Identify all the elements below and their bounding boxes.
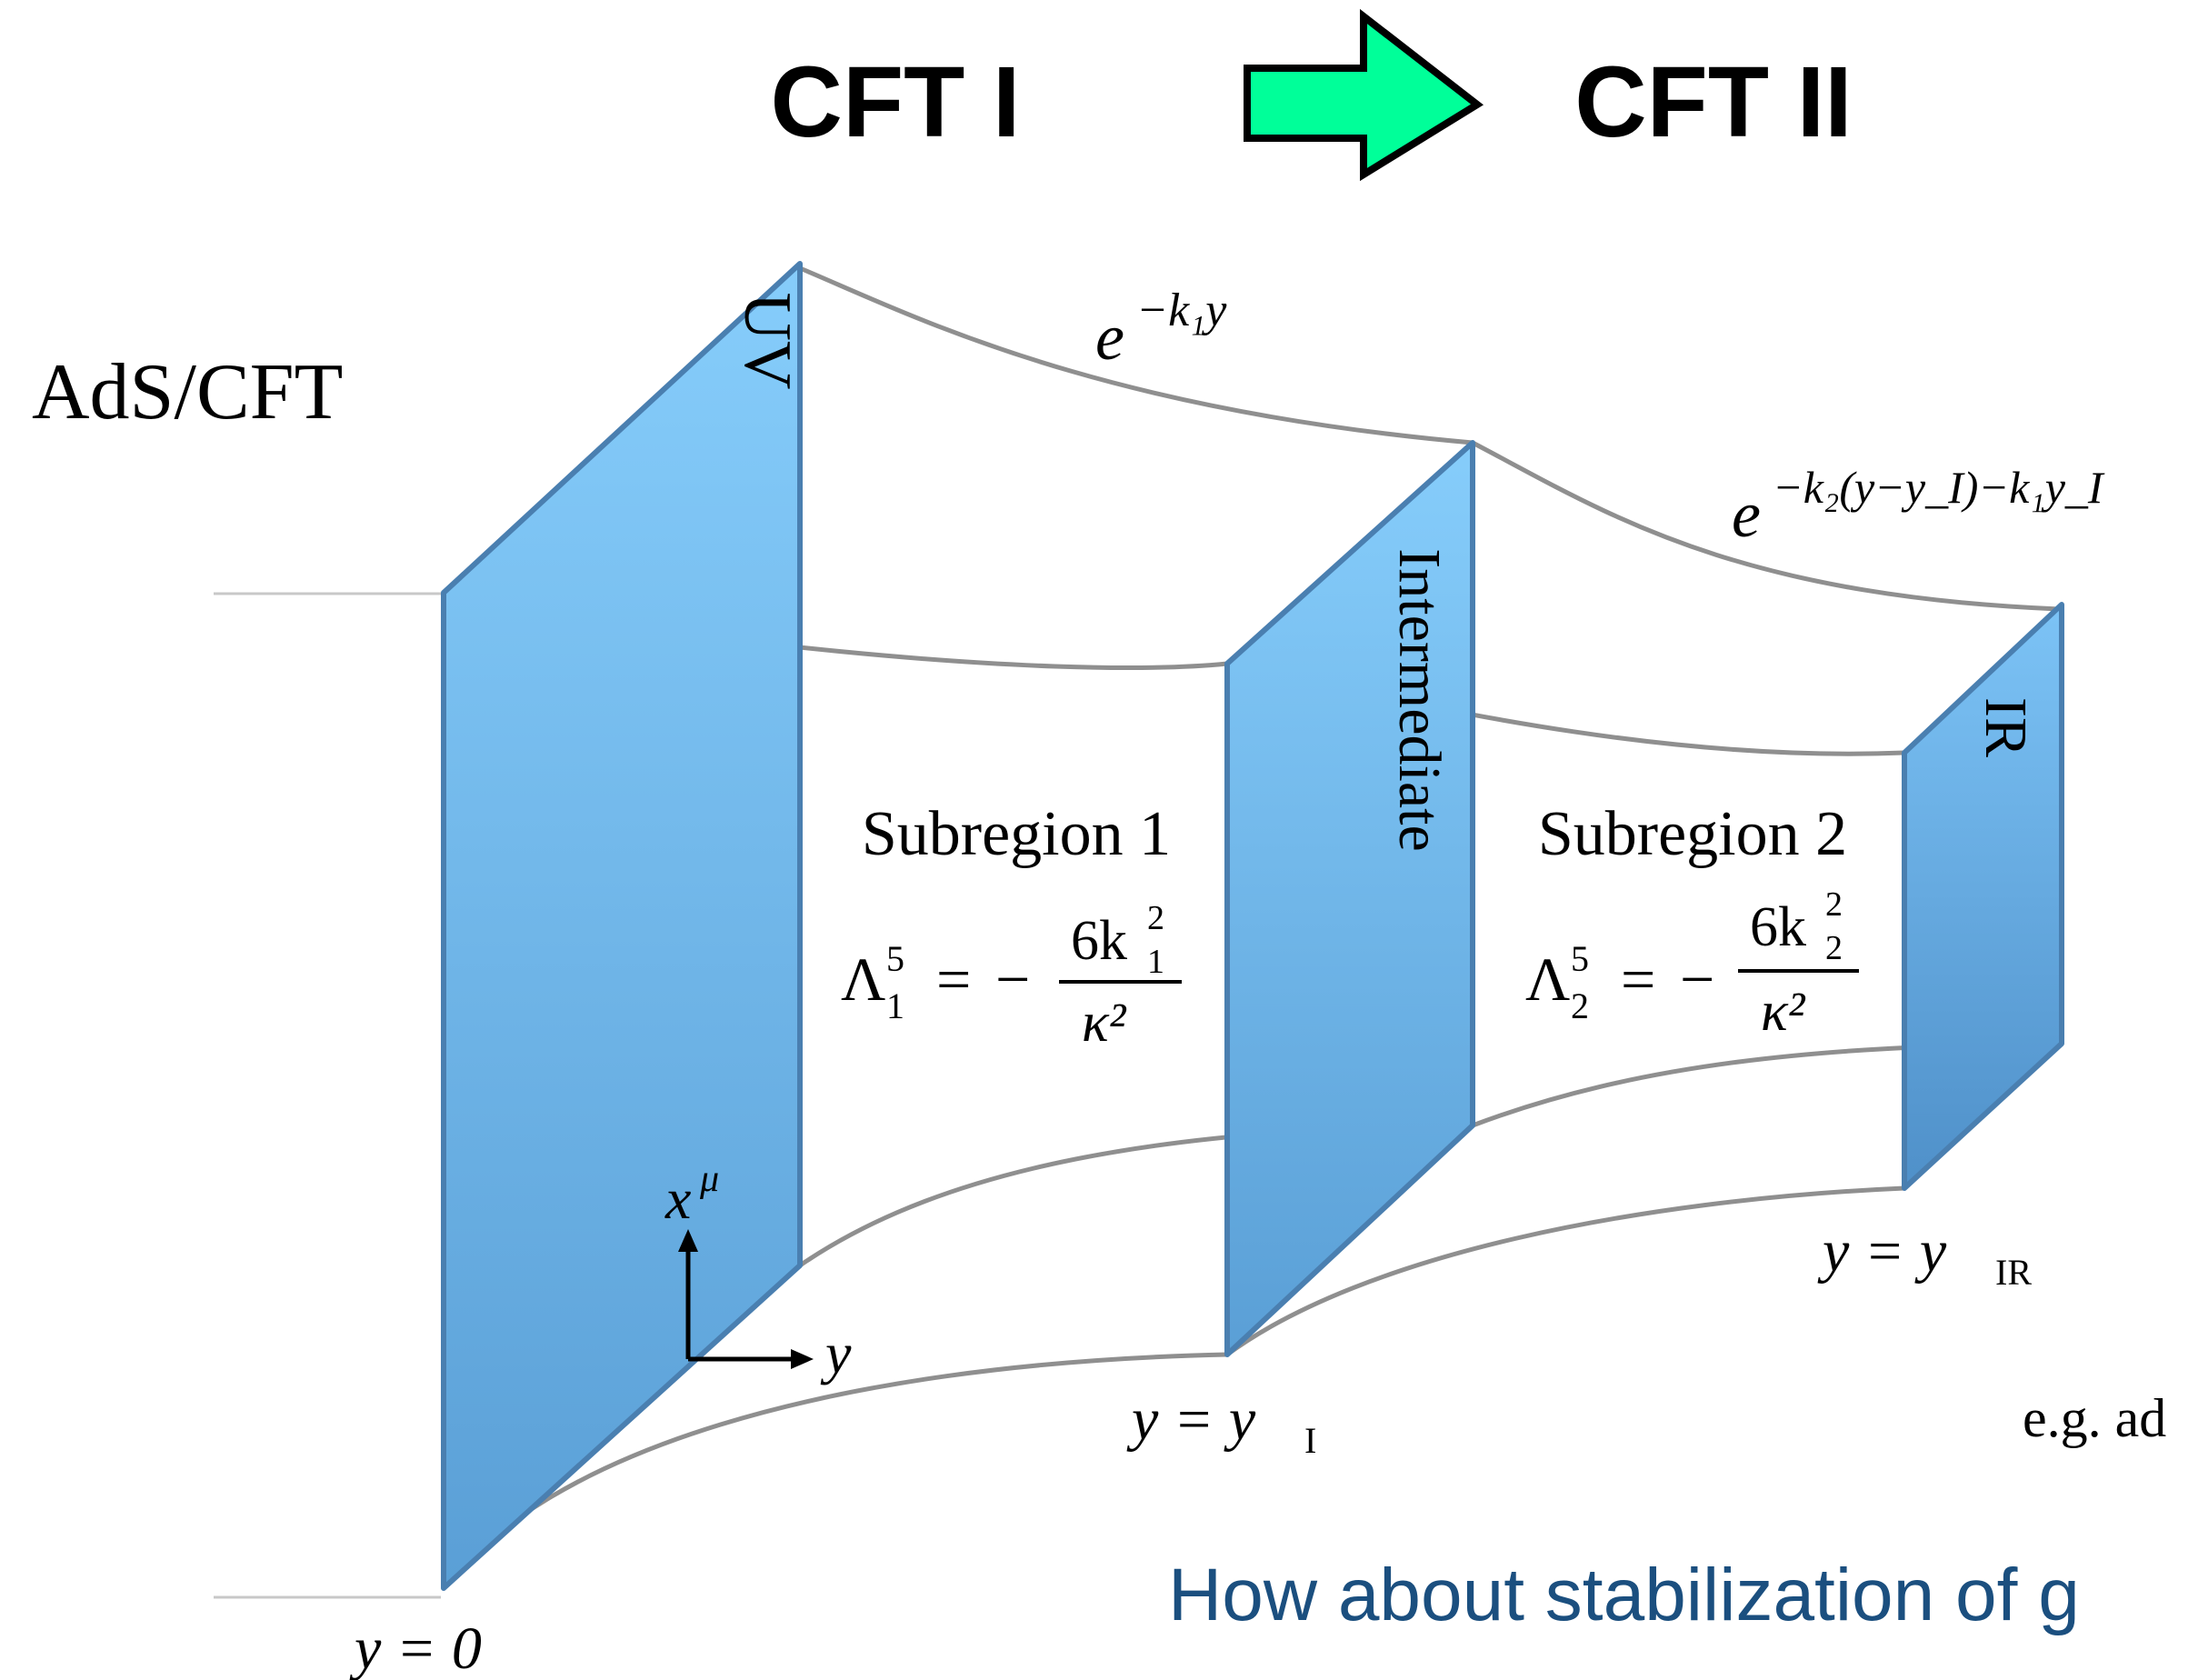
horizontal-axis-arrowhead [791, 1349, 814, 1369]
question-text: How about stabilization of g [1168, 1554, 2080, 1636]
svg-text:μ: μ [699, 1158, 719, 1200]
svg-text:Λ: Λ [841, 945, 885, 1014]
svg-text:e: e [1095, 301, 1124, 374]
subregion-1-formula: Λ 5 1 = − 6k 2 1 κ² [841, 899, 1182, 1054]
svg-text:6k: 6k [1071, 910, 1127, 972]
svg-text:=: = [1621, 945, 1655, 1014]
svg-text:I: I [1304, 1420, 1316, 1461]
svg-text:2: 2 [1825, 885, 1843, 924]
intermediate-label: Intermediate [1386, 548, 1453, 851]
svg-text:5: 5 [886, 938, 904, 979]
right-arrow-icon [1244, 8, 1484, 182]
svg-text:6k: 6k [1750, 896, 1806, 958]
svg-text:e: e [1732, 478, 1761, 551]
uv-label: UV [730, 293, 804, 390]
vertical-axis-label: x [664, 1166, 691, 1231]
svg-text:κ²: κ² [1082, 992, 1127, 1054]
svg-text:−k₂(y−y_I)−k₁y_I: −k₂(y−y_I)−k₁y_I [1773, 462, 2105, 513]
footnote-text: e.g. ad [2023, 1388, 2166, 1448]
warp-factor-2: e −k₂(y−y_I)−k₁y_I [1732, 462, 2105, 551]
ir-label: IR [1973, 697, 2039, 757]
subregion-2-label: Subregion 2 [1538, 799, 1847, 869]
svg-text:y = y: y = y [1126, 1386, 1256, 1453]
yIR-label: y = y IR [1817, 1218, 2032, 1293]
warp-factor-1: e −k₁y [1095, 285, 1227, 374]
subregion-1-label: Subregion 1 [862, 799, 1171, 869]
svg-text:−k₁y: −k₁y [1136, 285, 1227, 336]
ir-brane [1902, 602, 2064, 1191]
svg-text:−: − [1680, 945, 1714, 1014]
cft-right-label: CFT II [1574, 46, 1853, 158]
subregion-1: Subregion 1 Λ 5 1 = − 6k 2 1 κ² [841, 799, 1182, 1054]
coordinate-axes: x μ y [664, 1158, 852, 1385]
svg-text:1: 1 [1147, 943, 1164, 981]
vertical-axis-arrowhead [678, 1229, 698, 1252]
subregion-2-formula: Λ 5 2 = − 6k 2 2 κ² [1525, 885, 1859, 1043]
svg-text:y = y: y = y [1817, 1218, 1947, 1285]
svg-text:=: = [936, 945, 971, 1014]
svg-text:5: 5 [1571, 938, 1589, 979]
yI-label: y = y I [1126, 1386, 1316, 1461]
svg-text:2: 2 [1825, 929, 1843, 967]
warp-curve-top-1 [799, 265, 1474, 445]
svg-text:IR: IR [1995, 1252, 2032, 1293]
svg-text:2: 2 [1571, 985, 1589, 1026]
svg-text:2: 2 [1147, 899, 1164, 937]
svg-text:Λ: Λ [1525, 945, 1570, 1014]
warp-curve-bottom-2 [1225, 1185, 1905, 1357]
svg-text:κ²: κ² [1761, 981, 1806, 1043]
ads-cft-label: AdS/CFT [32, 348, 343, 436]
subregion-2: Subregion 2 Λ 5 2 = − 6k 2 2 κ² [1525, 799, 1859, 1043]
y0-label: y = 0 [349, 1615, 482, 1680]
warp-curve-top-2 [1471, 440, 2060, 612]
svg-text:1: 1 [886, 985, 904, 1026]
intermediate-brane [1224, 440, 1475, 1357]
horizontal-axis-label: y [820, 1321, 852, 1385]
svg-text:−: − [995, 945, 1030, 1014]
uv-brane [441, 261, 803, 1591]
cft-left-label: CFT I [771, 46, 1021, 158]
